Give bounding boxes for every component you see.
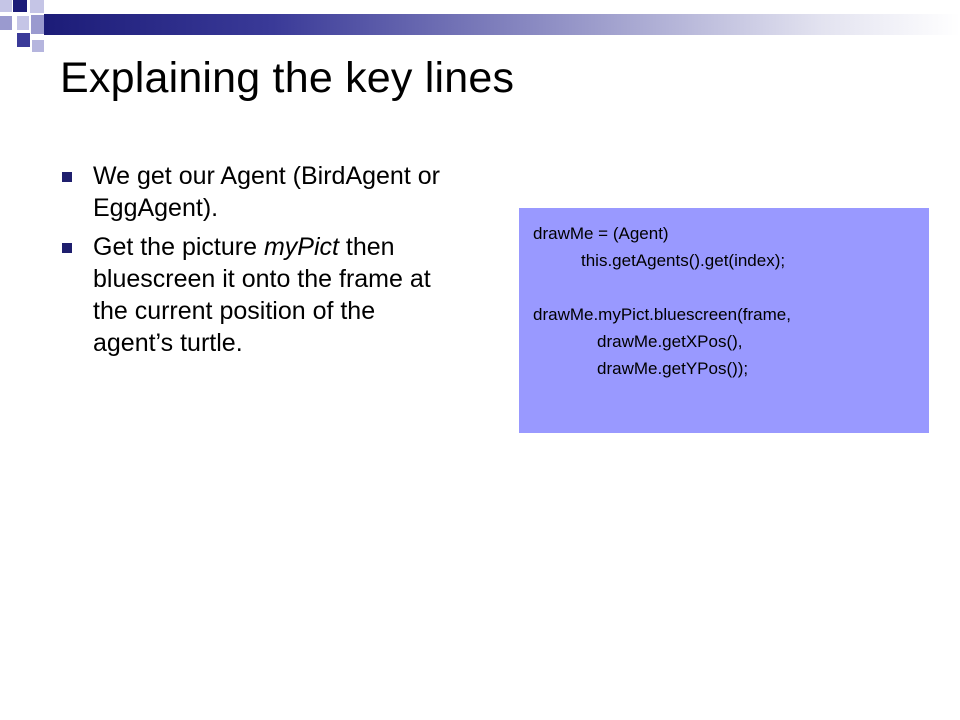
- bullet-item: Get the picture myPict then bluescreen i…: [60, 231, 460, 359]
- code-line: this.getAgents().get(index);: [581, 251, 786, 270]
- bullet-text-emphasis: myPict: [263, 233, 339, 261]
- code-line: drawMe.getYPos());: [597, 359, 749, 378]
- square-bullet-icon: [62, 243, 72, 253]
- bullet-text-after: then bluescreen it onto the frame at the…: [93, 233, 431, 357]
- bullet-text: We get our Agent (BirdAgent or EggAgent)…: [93, 162, 440, 222]
- bullet-text-before: Get the picture: [93, 233, 264, 261]
- bullet-list: We get our Agent (BirdAgent or EggAgent)…: [60, 160, 460, 366]
- header-gradient-bar: [44, 14, 960, 35]
- slide-title: Explaining the key lines: [60, 54, 515, 102]
- code-box: drawMe = (Agent) this.getAgents().get(in…: [519, 208, 929, 433]
- code-line: drawMe.myPict.bluescreen(frame,: [533, 305, 791, 324]
- decorative-squares-icon: [0, 0, 80, 60]
- code-line-blank: [533, 274, 915, 301]
- code-line: drawMe.getXPos(),: [597, 332, 743, 351]
- code-line: drawMe = (Agent): [533, 224, 669, 243]
- square-bullet-icon: [62, 172, 72, 182]
- bullet-item: We get our Agent (BirdAgent or EggAgent)…: [60, 160, 460, 224]
